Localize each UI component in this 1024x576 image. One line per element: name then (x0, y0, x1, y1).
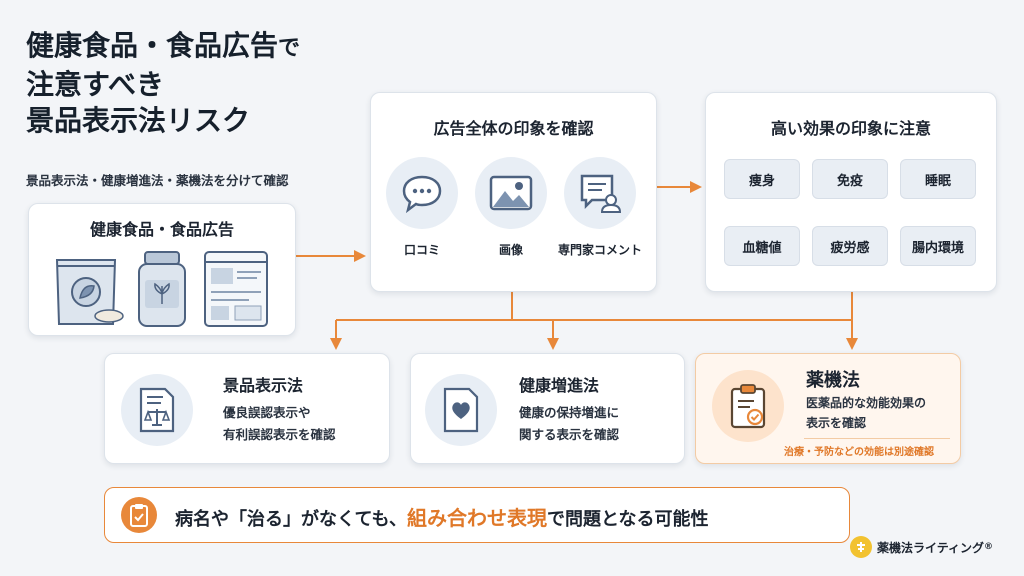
law-desc-line2: 関する表示を確認 (519, 427, 620, 442)
expert-comment-icon (564, 157, 636, 229)
impression-label-reviews: 口コミ (403, 243, 440, 257)
source-card: 健康食品・食品広告 (28, 203, 296, 336)
scale-document-icon (121, 374, 193, 446)
law-title: 健康増進法 (519, 376, 600, 395)
image-icon (475, 157, 547, 229)
banner-text-after: で問題となる可能性 (547, 509, 709, 530)
law-desc-line2: 表示を確認 (806, 416, 867, 430)
clipboard-check-icon (712, 370, 784, 442)
law-card-health-promotion: 健康増進法 健康の保持増進に 関する表示を確認 (410, 353, 685, 464)
law-card-premiums: 景品表示法 優良誤認表示や 有利誤認表示を確認 (104, 353, 390, 464)
banner-highlight: 組み合わせ表現 (407, 506, 548, 530)
supplement-bottle-icon (138, 251, 186, 327)
effects-card: 高い効果の印象に注意 痩身 免疫 睡眠 血糖値 疲労感 腸内環境 (705, 92, 997, 292)
warning-banner: 病名や「治る」がなくても、組み合わせ表現で問題となる可能性 (104, 487, 850, 543)
page-subtitle: 景品表示法・健康増進法・薬機法を分けて確認 (26, 173, 289, 188)
source-card-title: 健康食品・食品広告 (89, 220, 234, 239)
law-desc-line2: 有利誤認表示を確認 (223, 427, 336, 442)
warning-banner-text: 病名や「治る」がなくても、組み合わせ表現で問題となる可能性 (175, 502, 709, 531)
product-illustrations (55, 251, 268, 327)
law-desc-line1: 健康の保持増進に (519, 405, 620, 420)
brand-mark-icon (850, 536, 872, 558)
supplement-pouch-icon (55, 259, 124, 325)
effect-tag: 痩身 (724, 159, 800, 199)
web-ad-icon (204, 251, 268, 327)
brand-name: 薬機法ライティング (877, 540, 985, 555)
pharma-note-divider (804, 438, 950, 439)
page-title: 健康食品・食品広告で 注意すべき 景品表示法リスク (26, 29, 301, 137)
impression-label-images: 画像 (498, 243, 523, 257)
law-title: 景品表示法 (223, 376, 304, 395)
clipboard-check-icon (121, 497, 157, 533)
law-desc-line1: 医薬品的な効能効果の (806, 396, 927, 410)
impression-card: 広告全体の印象を確認 口コミ 画像 専門家コメント (370, 92, 657, 292)
brand-registered: ® (984, 542, 994, 552)
speech-bubble-icon (386, 157, 458, 229)
law-desc-line1: 優良誤認表示や (223, 405, 311, 420)
effect-tag: 腸内環境 (900, 226, 976, 266)
brand-logo: 薬機法ライティング ® (850, 536, 993, 558)
pharma-note: 治療・予防などの効能は別途確認 (784, 447, 934, 458)
impression-label-expert: 専門家コメント (557, 243, 642, 257)
effect-tag: 睡眠 (900, 159, 976, 199)
effect-tag: 血糖値 (724, 226, 800, 266)
effects-card-title: 高い効果の印象に注意 (770, 119, 931, 138)
law-title: 薬機法 (806, 370, 860, 391)
impression-card-title: 広告全体の印象を確認 (433, 119, 594, 138)
banner-text-before: 病名や「治る」がなくても、 (175, 509, 408, 530)
law-card-pharma: 薬機法 医薬品的な効能効果の 表示を確認 治療・予防などの効能は別途確認 (695, 353, 961, 464)
heart-document-icon (425, 374, 497, 446)
effect-tag: 免疫 (812, 159, 888, 199)
effect-tag: 疲労感 (812, 226, 888, 266)
